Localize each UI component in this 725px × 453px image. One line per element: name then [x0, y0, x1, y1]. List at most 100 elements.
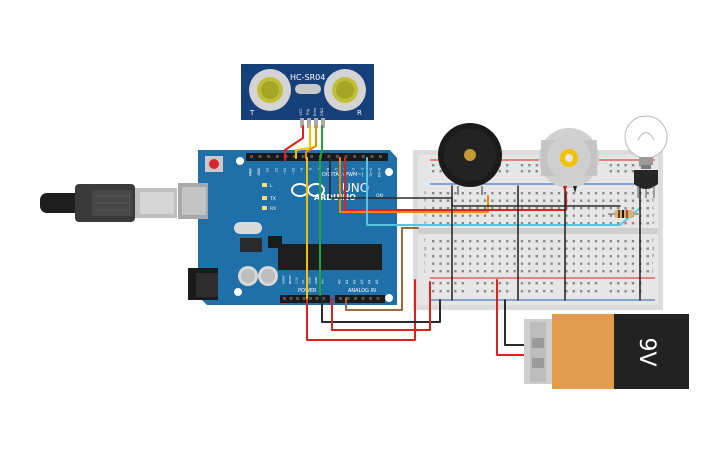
- wire-sensor-vcc: [284, 125, 304, 161]
- power-pin[interactable]: [315, 297, 319, 300]
- header-pin[interactable]: [336, 155, 339, 158]
- header-pin[interactable]: [267, 155, 271, 158]
- row-letter: a: [424, 190, 427, 195]
- analog-pin[interactable]: [339, 297, 342, 300]
- tx-label: TX: [269, 196, 276, 202]
- analog-pin[interactable]: [346, 297, 350, 300]
- analog-pin[interactable]: [361, 297, 365, 300]
- on-label: ON: [376, 193, 383, 199]
- header-pin[interactable]: [361, 155, 365, 158]
- pin-label: ~3: [352, 168, 356, 173]
- pin-label: 2: [360, 168, 364, 170]
- sensor-t-label: T: [249, 109, 255, 117]
- pin-label: ~10: [292, 168, 296, 175]
- header-pin[interactable]: [310, 155, 314, 158]
- battery-label: 9V: [634, 337, 659, 366]
- sensor-pin-label: Echo: [313, 108, 317, 117]
- pin-label: ~11: [283, 168, 287, 175]
- analog-label: ANALOG IN: [348, 288, 376, 294]
- row-letter: h: [424, 253, 427, 258]
- row-letter: f: [424, 238, 426, 243]
- pin-label: GND: [314, 276, 318, 284]
- pin-label: ~5: [335, 168, 339, 173]
- row-letter: i: [424, 261, 425, 266]
- pin-label: A0: [338, 279, 342, 284]
- sensor-pin-vcc[interactable]: [300, 118, 304, 128]
- pin-label: A2: [353, 279, 357, 284]
- wire-black-gnd: [321, 297, 441, 323]
- pin-label: 8: [309, 168, 313, 170]
- resistor[interactable]: [608, 210, 640, 218]
- row-letter: g: [424, 246, 427, 251]
- pin-label: RESET: [288, 274, 292, 284]
- dc-motor[interactable]: [539, 128, 599, 193]
- sensor-pin-label: VCC: [299, 108, 303, 116]
- light-bulb[interactable]: [624, 115, 668, 169]
- row-letter: b: [652, 198, 655, 203]
- usb-cable[interactable]: [40, 184, 177, 222]
- power-pin[interactable]: [322, 297, 325, 300]
- pin-label: A4: [368, 279, 372, 284]
- pin-label: Vin: [321, 279, 325, 284]
- pin-label: A1: [345, 279, 349, 284]
- power-pin[interactable]: [302, 297, 306, 300]
- arduino-board[interactable]: ARDUINO UNO DIGITAL (PWM~) POWER ANALOG …: [178, 150, 397, 305]
- sensor-pin-gnd[interactable]: [321, 118, 325, 128]
- pin-label: IOREF: [282, 275, 286, 284]
- row-letter: b: [424, 198, 427, 203]
- digital-label: DIGITAL (PWM~): [322, 172, 364, 178]
- row-letter: g: [652, 246, 655, 251]
- pin-label: ~6: [326, 168, 330, 173]
- transistor[interactable]: [634, 170, 658, 198]
- sensor-pin-echo[interactable]: [314, 118, 318, 128]
- row-letter: e: [424, 220, 427, 225]
- header-pin[interactable]: [293, 155, 296, 158]
- pin-label: 12: [274, 168, 278, 172]
- header-pin[interactable]: [258, 155, 262, 158]
- power-pin[interactable]: [289, 297, 293, 300]
- row-letter: f: [652, 238, 654, 243]
- analog-pin[interactable]: [369, 297, 372, 300]
- power-pin[interactable]: [283, 297, 286, 300]
- sensor-r-label: R: [357, 109, 362, 117]
- row-letter: d: [652, 213, 655, 218]
- row-letter: j: [423, 268, 425, 273]
- analog-pin[interactable]: [376, 297, 380, 300]
- sensor-model: HC-SR04: [290, 73, 325, 82]
- header-pin[interactable]: [301, 155, 305, 158]
- buzzer[interactable]: [438, 123, 502, 195]
- row-letter: h: [652, 253, 655, 258]
- pin-label: GND: [257, 167, 261, 175]
- analog-pin[interactable]: [354, 297, 357, 300]
- pin-label: 5V: [301, 279, 305, 284]
- sensor-pin-label: Trig: [306, 109, 310, 116]
- header-pin[interactable]: [370, 155, 374, 158]
- wire-battery-red: [496, 279, 527, 356]
- header-pin[interactable]: [353, 155, 357, 158]
- power-pin[interactable]: [309, 297, 312, 300]
- wire-sensor-trig: [295, 125, 311, 159]
- pin-label: ~9: [300, 168, 304, 173]
- power-pin[interactable]: [296, 297, 299, 300]
- pin-label: 3.3V: [295, 276, 299, 284]
- wire-red-5v: [306, 279, 416, 341]
- wire-brown-a: [345, 227, 419, 311]
- rx-label: RX: [270, 206, 276, 212]
- pin-label: A3: [360, 279, 364, 284]
- pin-label: A5: [375, 279, 379, 284]
- header-pin[interactable]: [275, 155, 279, 158]
- row-letter: e: [652, 220, 655, 225]
- battery-9v[interactable]: 9V: [524, 314, 689, 389]
- header-pin[interactable]: [344, 155, 348, 158]
- analog-header[interactable]: [335, 295, 385, 303]
- header-pin[interactable]: [327, 155, 331, 158]
- pin-label: GND: [308, 276, 312, 284]
- header-pin[interactable]: [379, 155, 382, 158]
- pin-label: AREF: [249, 168, 253, 176]
- sensor-pin-trig[interactable]: [307, 118, 311, 128]
- microcontroller-chip: [278, 244, 382, 270]
- digital-header[interactable]: [246, 153, 388, 161]
- header-pin[interactable]: [250, 155, 253, 158]
